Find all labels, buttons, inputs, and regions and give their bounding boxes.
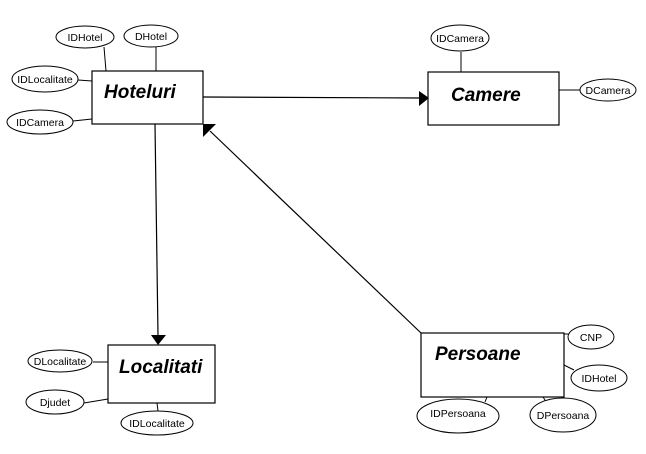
relationship-line [202,96,421,99]
attribute-idhotel[interactable]: IDHotel [55,25,115,49]
arrowhead-icon [203,124,216,137]
attribute-ellipse [430,24,490,52]
attribute-dhotel[interactable]: DHotel [123,24,179,48]
attribute-label: IDCamera [16,117,64,129]
attribute-ellipse [25,389,85,415]
attribute-ellipse [6,109,74,135]
attr-link [103,46,107,72]
relationship-line [209,130,422,334]
attribute-ellipse [11,65,79,93]
attribute-ellipse [120,410,194,436]
attr-link [563,364,575,371]
relationship-hoteluri-localitati [151,123,166,345]
entity-label: Localitati [119,357,203,378]
entity-camere[interactable]: Camere [427,71,560,126]
attribute-cnp[interactable]: CNP [567,324,615,350]
relationship-line [154,123,159,337]
attribute-idpersoana[interactable]: IDPersoana [416,398,500,434]
attr-link [484,396,488,403]
attribute-djudet[interactable]: Djudet [25,389,85,415]
entity-persoane[interactable]: Persoane [420,332,565,398]
attribute-label: IDHotel [67,32,102,44]
attribute-idcamera[interactable]: IDCamera [430,24,490,52]
relationship-hoteluri-camere [202,91,429,106]
arrowhead-icon [151,335,166,345]
attribute-ellipse [123,24,179,48]
attribute-idcamera[interactable]: IDCamera [6,109,74,135]
attribute-ellipse [567,324,615,350]
arrowhead-icon [419,91,429,106]
attribute-label: IDLocalitate [129,418,185,430]
attribute-ellipse [570,364,628,392]
attribute-label: DHotel [135,31,167,43]
entity-label: Persoane [435,344,521,365]
attribute-label: IDLocalitate [17,74,73,86]
attr-link [83,398,109,404]
attribute-ellipse [529,397,597,433]
attribute-ellipse [416,398,500,434]
attribute-idlocalitate[interactable]: IDLocalitate [120,410,194,436]
entity-box [427,71,560,126]
entity-label: Camere [451,85,521,106]
attribute-idlocalitate[interactable]: IDLocalitate [11,65,79,93]
attribute-label: DCamera [586,85,631,97]
entity-label: Hoteluri [104,82,177,103]
entity-localitati[interactable]: Localitati [107,344,216,404]
entity-box [420,332,565,398]
attr-link [77,79,93,82]
entity-box [91,70,204,125]
attribute-label: IDCamera [436,33,484,45]
attribute-links [72,46,580,412]
entity-hoteluri[interactable]: Hoteluri [91,70,204,125]
attribute-ellipse [579,78,637,102]
relationship-persoane-hoteluri [203,124,422,334]
attribute-label: DPersoana [537,410,590,422]
attribute-label: Djudet [40,397,70,409]
attribute-label: DLocalitate [34,356,87,368]
attribute-dpersoana[interactable]: DPersoana [529,397,597,433]
attribute-ellipse [27,349,93,373]
attribute-label: CNP [580,332,602,344]
attribute-idhotel[interactable]: IDHotel [570,364,628,392]
attr-link [156,402,159,412]
attribute-dcamera[interactable]: DCamera [579,78,637,102]
attribute-label: IDPersoana [430,408,486,420]
entity-box [107,344,216,404]
attribute-dlocalitate[interactable]: DLocalitate [27,349,93,373]
attr-link [72,118,93,122]
attribute-label: IDHotel [581,373,616,385]
attribute-ellipse [55,25,115,49]
